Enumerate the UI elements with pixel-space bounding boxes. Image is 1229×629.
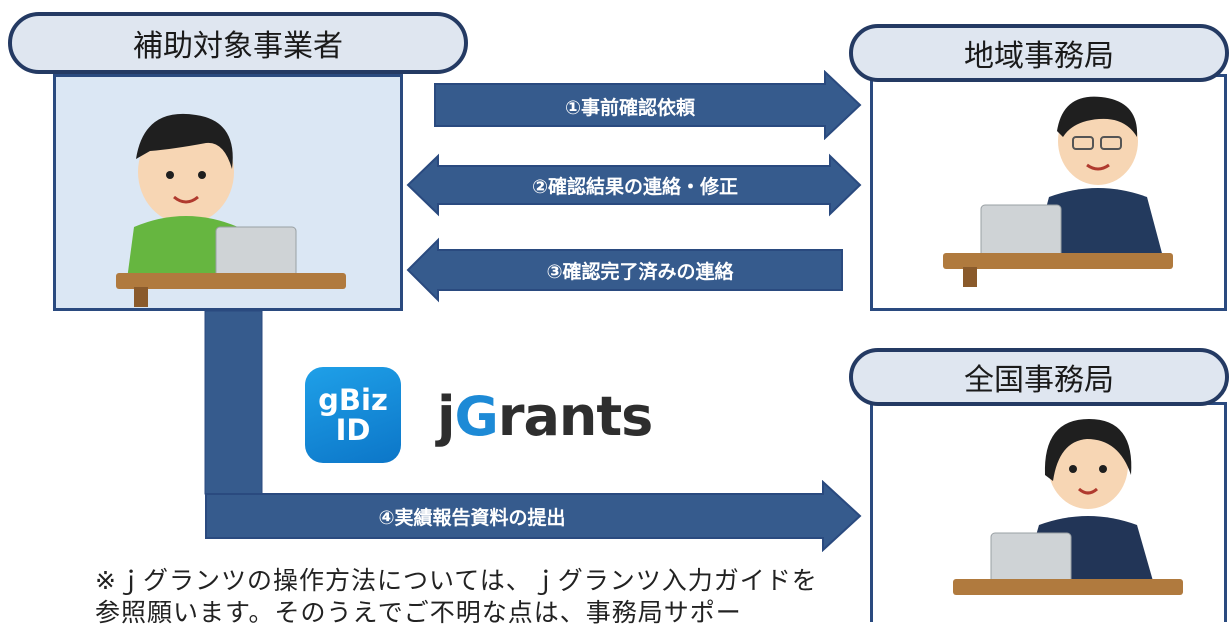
step-3-arrow [406, 237, 843, 303]
national-office-label: 全国事務局 [849, 348, 1229, 406]
jgrants-logo-prefix: j [437, 385, 455, 448]
step-1-arrow [434, 70, 862, 140]
regional-office-label: 地域事務局 [849, 24, 1229, 82]
national-office-panel [870, 402, 1227, 622]
jgrants-logo: jGrants [437, 385, 653, 448]
applicant-label: 補助対象事業者 [8, 12, 468, 74]
step-4-label: ④実績報告資料の提出 [378, 506, 566, 529]
applicant-panel [53, 74, 403, 311]
businessman-with-laptop-illustration [943, 96, 1173, 287]
gbizid-logo-line2: ID [335, 413, 371, 447]
gbizid-logo: gBiz ID [305, 367, 401, 463]
step-2-label: ②確認結果の連絡・修正 [531, 175, 739, 198]
woman-with-laptop-illustration [953, 419, 1183, 595]
jgrants-logo-rest: rants [497, 385, 653, 448]
step-4-arrow [205, 480, 862, 552]
step-3-label: ③確認完了済みの連絡 [546, 260, 734, 283]
man-with-laptop-illustration [116, 113, 346, 307]
step-1-label: ①事前確認依頼 [564, 96, 696, 119]
usage-note: ※ｊグランツの操作方法については、ｊグランツ入力ガイドを参照願います。そのうえで… [95, 566, 818, 627]
jgrants-logo-g: G [454, 385, 499, 448]
gbizid-logo-line1: gBiz [318, 383, 388, 417]
regional-office-panel [870, 74, 1227, 311]
step-2-arrow [406, 153, 862, 217]
